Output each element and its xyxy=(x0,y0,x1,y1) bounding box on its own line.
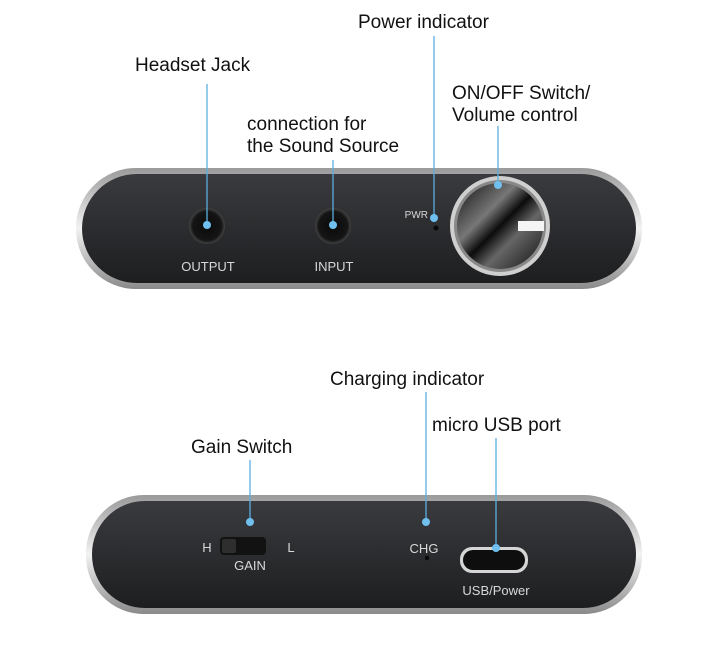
micro-usb-callout: micro USB port xyxy=(432,415,562,436)
chg-label: CHG xyxy=(410,541,439,556)
input-label: INPUT xyxy=(315,259,354,274)
pwr-label: PWR xyxy=(405,210,428,221)
gain-switch[interactable] xyxy=(220,537,266,555)
gain-label: GAIN xyxy=(234,558,266,573)
usb-power-label: USB/Power xyxy=(462,583,530,598)
gain-l-label: L xyxy=(287,540,294,555)
connection-callout-line1: connection for xyxy=(247,114,367,135)
output-label: OUTPUT xyxy=(181,259,235,274)
power-indicator-callout: Power indicator xyxy=(358,12,490,33)
micro-usb-port[interactable] xyxy=(460,547,528,573)
onoff-callout-line2: Volume control xyxy=(452,105,578,126)
front-panel: OUTPUT INPUT xyxy=(76,168,642,289)
volume-knob[interactable] xyxy=(450,176,550,276)
gain-switch-callout: Gain Switch xyxy=(191,437,292,458)
gain-h-label: H xyxy=(202,540,211,555)
headset-jack-callout: Headset Jack xyxy=(135,55,251,76)
power-led xyxy=(433,225,439,231)
connection-callout-line2: the Sound Source xyxy=(247,136,399,157)
callout-lines xyxy=(203,36,502,552)
charging-led xyxy=(424,555,430,561)
back-panel: H L GAIN CHG USB/Power xyxy=(86,495,642,614)
onoff-callout-line1: ON/OFF Switch/ xyxy=(452,83,591,104)
charging-indicator-callout: Charging indicator xyxy=(330,369,485,390)
